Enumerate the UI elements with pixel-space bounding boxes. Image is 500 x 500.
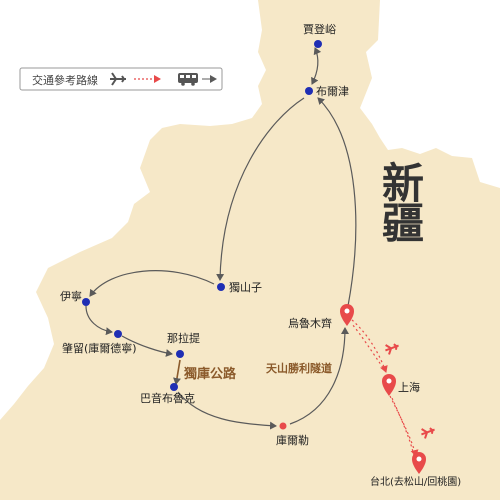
route-zhaosu-nalati: [121, 335, 173, 357]
label-kuerle: 庫爾勒: [276, 433, 309, 447]
city-dot-nalati: [176, 350, 184, 358]
legend-title: 交通參考路線: [32, 73, 98, 87]
region-label-jiang: 疆: [382, 199, 424, 248]
city-dot-yining: [82, 298, 90, 306]
city-dot-jiadengyu: [314, 40, 322, 48]
map-pin-icon: [412, 452, 426, 474]
label-bayinbuluke: 巴音布魯克: [140, 391, 195, 405]
label-burqin: 布爾津: [316, 85, 349, 98]
flight-routes: [351, 319, 419, 457]
label-tianshan-tunnel: 天山勝利隧道: [266, 361, 332, 375]
map-pin-icon: [382, 374, 396, 396]
route-urumqi-burqin: [317, 97, 357, 307]
route-kuerle-urumqi: [289, 327, 349, 425]
city-dot-kuerle: [279, 422, 287, 430]
route-dushanzi-yining: [89, 270, 215, 297]
city-dots: [82, 40, 322, 430]
route-bayinbuluke-kuerle: [177, 391, 277, 430]
label-nalati: 那拉提: [167, 331, 200, 345]
bus-icon: [178, 73, 198, 86]
route-yining-zhaosu: [85, 305, 113, 336]
label-jiadengyu: 賈登峪: [303, 22, 336, 36]
route-jiadengyu-burqin: [311, 47, 322, 85]
legend-box: 交通參考路線: [19, 67, 223, 91]
map-pin-icon: [340, 304, 354, 326]
flight-shanghai-urumqi: [351, 323, 387, 373]
flight-shanghai-taipei: [389, 395, 419, 457]
bus-routes: [85, 47, 357, 430]
route-burqin-dushanzi: [216, 97, 305, 281]
label-taipei: 台北(去松山/回桃園): [370, 475, 461, 488]
city-dot-burqin: [305, 87, 313, 95]
label-yining: 伊寧: [60, 289, 82, 303]
region-label-xin: 新: [382, 159, 424, 208]
city-dot-bayinbuluke: [170, 383, 178, 391]
label-urumqi: 烏魯木齊: [288, 316, 332, 330]
airplane-icon: [385, 343, 399, 355]
label-zhaosu: 肇留(庫爾德寧): [62, 341, 137, 355]
label-duku-highway: 獨庫公路: [183, 366, 237, 382]
route-duku-highway: [173, 359, 181, 385]
flight-urumqi-shanghai: [351, 319, 388, 373]
label-shanghai: 上海: [398, 380, 420, 394]
flight-taipei-shanghai: [391, 397, 415, 457]
city-dot-dushanzi: [217, 283, 225, 291]
city-dot-zhaosu: [114, 330, 122, 338]
label-dushanzi: 獨山子: [229, 280, 262, 294]
airplane-icon: [421, 427, 435, 439]
airplane-icon: [110, 72, 126, 86]
